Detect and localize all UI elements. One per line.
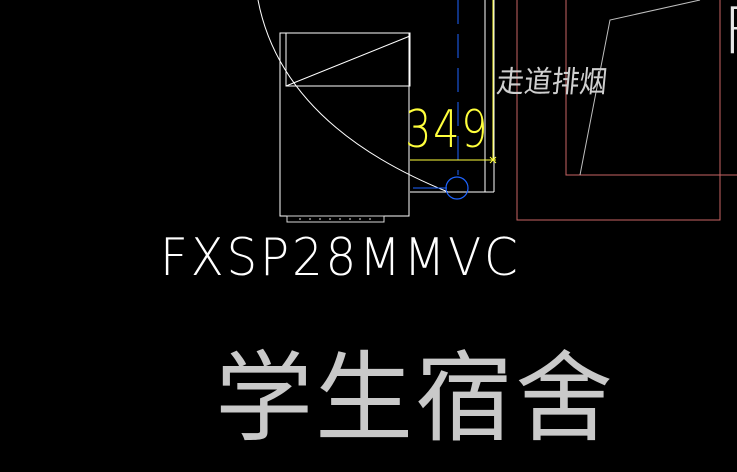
- arc-curve: [257, 0, 449, 193]
- unit-outer-box: [279, 32, 410, 217]
- red-wall-inner: [565, 0, 737, 176]
- dimension-tick-icon: [489, 156, 497, 164]
- dimension-value-label: 349: [405, 100, 490, 160]
- unit-base-strip: [286, 215, 385, 223]
- grey-outline-shape: [579, 0, 701, 176]
- equipment-unit-icon: [279, 32, 411, 223]
- red-wall-outline: [516, 0, 721, 221]
- unit-base-ticks: [299, 218, 371, 220]
- cropped-edge-text: F: [723, 0, 737, 64]
- unit-top-panel: [285, 32, 411, 87]
- equipment-model-label: FXSP28MMVC: [160, 228, 521, 288]
- corridor-smoke-exhaust-label: 走道排烟: [494, 65, 609, 100]
- unit-panel-diagonal: [285, 35, 411, 87]
- pipe-marker-icon: [445, 176, 469, 200]
- room-name-label: 学生宿舍: [215, 342, 616, 456]
